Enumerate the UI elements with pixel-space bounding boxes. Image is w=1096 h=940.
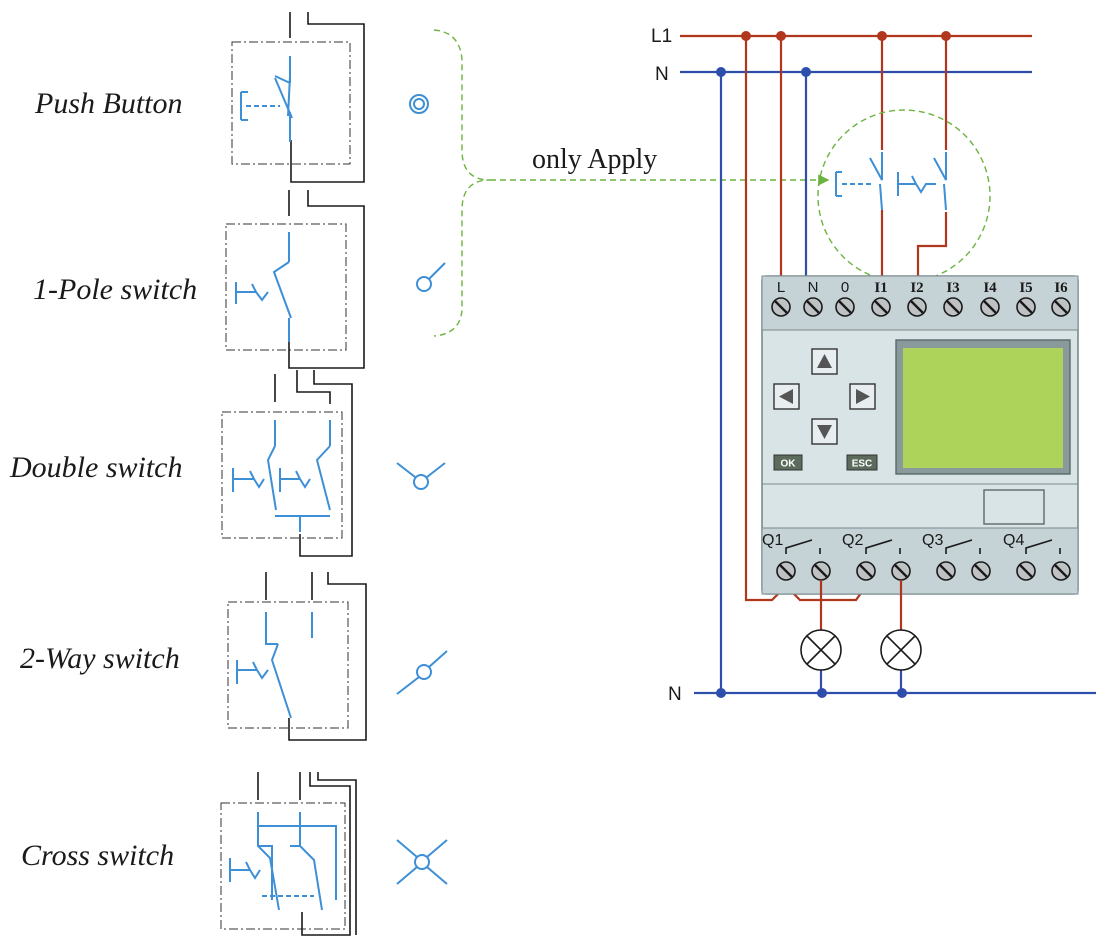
terminal-label-n: N [808, 279, 819, 296]
terminal-label-i4: I4 [983, 280, 997, 296]
two-way-switch-symbol [396, 650, 448, 695]
label-push-button: Push Button [34, 87, 183, 120]
input-terminal-screws [770, 296, 1072, 318]
arrow-right-button[interactable] [849, 383, 876, 410]
push-button-symbol [409, 94, 429, 114]
esc-button[interactable]: ESC [846, 454, 878, 471]
terminal-label-0: 0 [841, 279, 849, 296]
module-slot [983, 489, 1045, 525]
cross-switch-wiring [220, 772, 357, 936]
lcd-display [903, 348, 1063, 468]
apply-bracket [433, 29, 830, 337]
l1-to-i2 [916, 36, 948, 278]
label-cross-switch: Cross switch [21, 839, 174, 872]
output-label-q1: Q1 [762, 532, 783, 549]
only-apply-note: only Apply [532, 144, 657, 175]
arrow-up-button[interactable] [811, 348, 838, 375]
l1-junctions [741, 31, 951, 41]
terminal-label-i2: I2 [910, 280, 923, 296]
label-1-pole-switch: 1-Pole switch [33, 273, 197, 306]
cross-switch-symbol [396, 839, 448, 885]
one-pole-switch-wiring [225, 190, 365, 369]
one-pole-switch-symbol [416, 262, 446, 292]
double-switch-wiring [221, 370, 353, 557]
output-label-q4: Q4 [1003, 532, 1024, 549]
output-label-q3: Q3 [922, 532, 943, 549]
esc-button-label: ESC [852, 459, 873, 470]
push-button-wiring [231, 12, 365, 183]
applied-switch-detail [817, 109, 991, 283]
label-2-way-switch: 2-Way switch [20, 642, 180, 675]
terminal-label-i3: I3 [946, 280, 959, 296]
double-switch-symbol [396, 462, 446, 490]
output-relay-contacts [785, 539, 1061, 554]
two-way-switch-wiring [227, 572, 367, 741]
ok-button-label: OK [781, 459, 797, 470]
terminal-label-i1: I1 [874, 280, 887, 296]
terminal-label-i5: I5 [1019, 280, 1032, 296]
n-junctions [716, 67, 907, 698]
terminal-label-l: L [777, 279, 785, 296]
ok-button[interactable]: OK [773, 454, 803, 471]
lamp-1 [800, 629, 842, 671]
lamp-2 [880, 629, 922, 671]
arrow-left-button[interactable] [773, 383, 800, 410]
output-label-q2: Q2 [842, 532, 863, 549]
bus-label-n-bottom: N [668, 684, 682, 705]
arrow-down-button[interactable] [811, 418, 838, 445]
terminal-label-i6: I6 [1054, 280, 1068, 296]
bus-label-n-top: N [655, 64, 669, 85]
label-double-switch: Double switch [9, 451, 183, 484]
bus-label-l1: L1 [651, 26, 672, 47]
